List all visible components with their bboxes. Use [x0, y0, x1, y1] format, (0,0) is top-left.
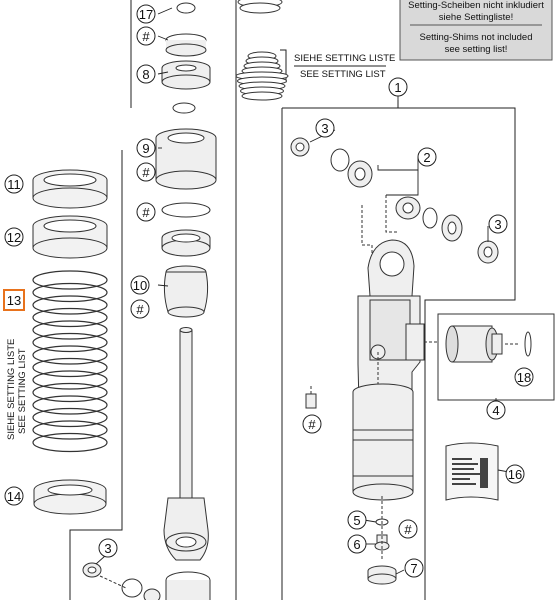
setting-label-vertical: SIEHE SETTING LISTE SEE SETTING LIST	[6, 339, 28, 440]
lower-left-bushing-parts	[82, 562, 161, 600]
note-line-4: see setting list!	[445, 44, 508, 55]
setting-label-horizontal: SIEHE SETTING LISTE SEE SETTING LIST	[280, 49, 395, 83]
callout-number: 14	[7, 489, 21, 504]
callout-number: 8	[142, 67, 149, 82]
callout-3c: 3	[488, 214, 508, 234]
callout-number: #	[136, 302, 144, 317]
callout-number: 13	[7, 293, 21, 308]
callout-number: 3	[321, 121, 328, 136]
damper-body-assembly	[290, 137, 499, 585]
callout-number: 12	[7, 230, 21, 245]
callout-number: 10	[133, 278, 147, 293]
callout-4: 4	[486, 400, 506, 420]
spring-retainer-14	[33, 479, 107, 515]
setting-label-en: SEE SETTING LIST	[300, 69, 386, 80]
callout-number: #	[142, 165, 150, 180]
callout-10: 10	[130, 275, 150, 295]
callout-17: 17	[136, 4, 156, 24]
callout-3a: 3	[98, 538, 118, 558]
spring-coil	[32, 357, 108, 378]
spring-coil	[32, 370, 108, 390]
shim-disc	[241, 91, 283, 101]
spring-adjuster-ring-12	[32, 215, 108, 259]
callout-number: #	[404, 522, 412, 537]
callout-number: 16	[508, 467, 522, 482]
callout-number: #	[142, 205, 150, 220]
spring-coil	[32, 320, 108, 340]
callout-setting-marker: #	[136, 26, 156, 46]
spring-coil	[32, 345, 108, 365]
callout-16: 16	[505, 464, 525, 484]
setting-label-vertical-de: SIEHE SETTING LISTE	[6, 339, 17, 440]
callout-setting-marker: #	[130, 299, 150, 319]
note-box: Setting-Scheiben nicht inkludiert siehe …	[399, 0, 553, 61]
callout-setting-marker: #	[136, 202, 156, 222]
shim-stack-middle	[235, 51, 289, 101]
callout-number: #	[308, 417, 316, 432]
spring-coil	[32, 295, 108, 315]
note-line-2: siehe Settingliste!	[439, 12, 513, 23]
callout-number: 4	[492, 403, 499, 418]
callout-setting-marker: #	[136, 162, 156, 182]
spring-coil	[32, 407, 108, 428]
coil-spring-13	[32, 270, 108, 453]
callout-11: 11	[4, 174, 24, 194]
callout-14: 14	[4, 486, 24, 506]
setting-label-de: SIEHE SETTING LISTE	[294, 53, 395, 64]
spring-coil	[32, 270, 108, 290]
callout-number: 7	[410, 561, 417, 576]
callout-number: 11	[7, 177, 21, 192]
callout-number: 9	[142, 141, 149, 156]
callout-6: 6	[347, 534, 367, 554]
spring-coil	[32, 420, 108, 440]
note-line-1: Setting-Scheiben nicht inkludiert	[408, 0, 544, 11]
spring-adjuster-ring-11	[32, 169, 108, 209]
callout-2: 2	[417, 147, 437, 167]
callout-3b: 3	[315, 118, 335, 138]
compression-adjuster-box	[437, 313, 555, 404]
spring-coil	[32, 432, 108, 453]
callout-7: 7	[404, 558, 424, 578]
callout-1: 1	[388, 77, 408, 97]
callout-number: 5	[353, 513, 360, 528]
note-line-3: Setting-Shims not included	[419, 32, 532, 43]
callout-12: 12	[4, 227, 24, 247]
callout-number: 18	[517, 370, 531, 385]
spring-coil	[32, 307, 108, 328]
callout-number: 3	[494, 217, 501, 232]
frame-lines	[69, 0, 516, 600]
callout-setting-marker: #	[302, 414, 322, 434]
callout-number: 6	[353, 537, 360, 552]
callout-number: 17	[139, 7, 153, 22]
spring-coil	[32, 332, 108, 353]
callout-number: #	[142, 29, 150, 44]
callout-9: 9	[136, 138, 156, 158]
shim-stack-top	[237, 0, 283, 14]
spring-coil	[32, 282, 108, 303]
callout-13: 13	[3, 289, 25, 311]
piston-rod-assembly	[155, 0, 289, 600]
callout-18: 18	[514, 367, 534, 387]
setting-label-vertical-en: SEE SETTING LIST	[17, 348, 28, 434]
callout-8: 8	[136, 64, 156, 84]
spring-coil	[32, 382, 108, 403]
callout-5: 5	[347, 510, 367, 530]
callout-number: 2	[423, 150, 430, 165]
callout-setting-marker: #	[398, 519, 418, 539]
callout-number: 1	[394, 80, 401, 95]
label-sticker-16	[445, 442, 499, 501]
callout-number: 3	[104, 541, 111, 556]
spring-coil	[32, 395, 108, 415]
